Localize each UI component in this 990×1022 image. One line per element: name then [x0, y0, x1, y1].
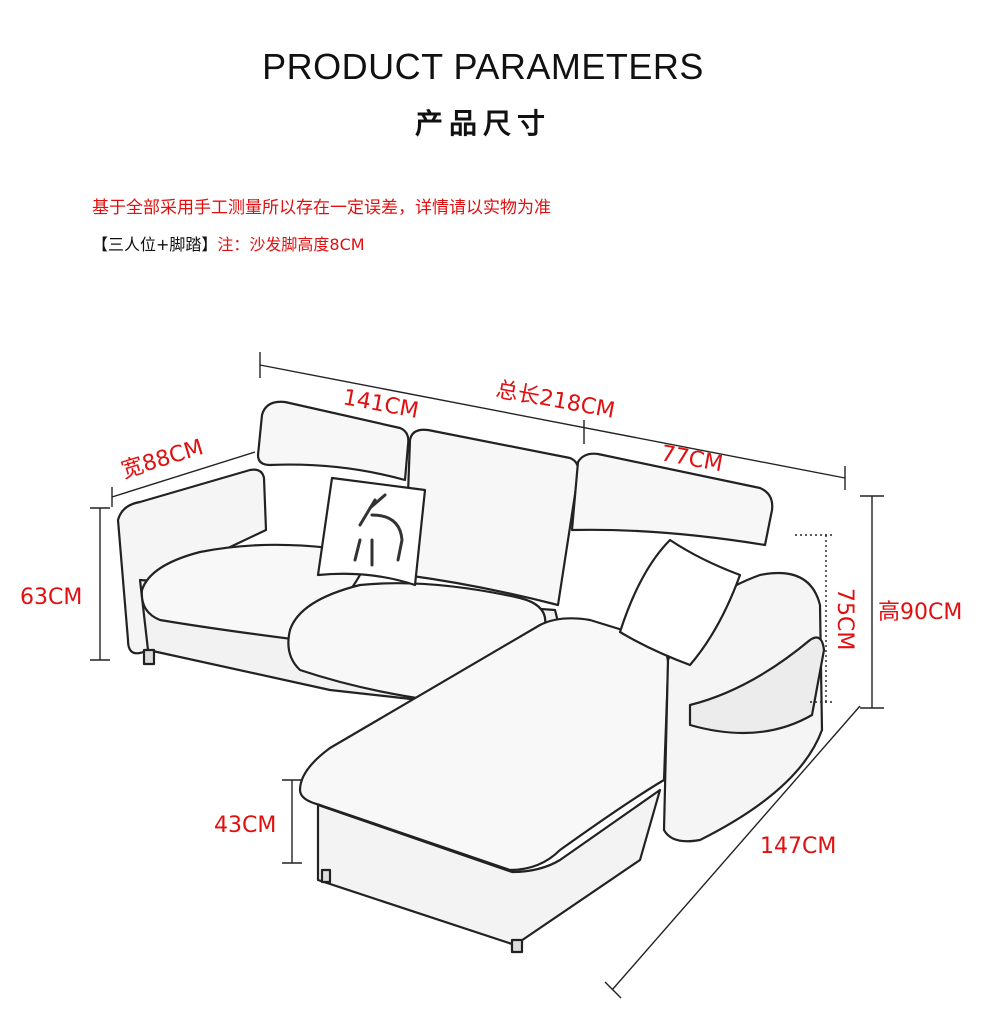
- chaise-cushion: [298, 617, 670, 872]
- back-cushion-middle: [403, 428, 580, 607]
- page-title-en: PRODUCT PARAMETERS: [262, 46, 704, 87]
- leg-left: [142, 648, 156, 666]
- model-bracket-label: 【三人位+脚踏】: [92, 235, 218, 254]
- sofa-illustration: [116, 400, 826, 954]
- deer-pillow: [316, 476, 427, 587]
- back-cushion-right: [570, 452, 774, 547]
- chaise-length-label: 147CM: [760, 834, 836, 859]
- model-note: 【三人位+脚踏】注：沙发脚高度8CM: [92, 231, 365, 255]
- seat-height-label: 43CM: [214, 813, 276, 838]
- arm-pocket: [688, 636, 826, 735]
- page-title-cn: 产品尺寸: [414, 107, 551, 140]
- total-height-label: 高90CM: [878, 600, 962, 625]
- total-length-label: 总长218CM: [494, 377, 617, 424]
- back-height-label: 63CM: [20, 585, 82, 610]
- pattern-pillow: [618, 538, 742, 667]
- arm-height-label: 75CM: [832, 588, 857, 650]
- measurement-disclaimer: 基于全部采用手工测量所以存在一定误差，详情请以实物为准: [92, 198, 551, 218]
- leg-chaise-back: [320, 868, 332, 884]
- back-cushion-left: [256, 400, 410, 482]
- chaise-base: [316, 788, 662, 947]
- leg-chaise-front: [510, 938, 524, 954]
- width-label: 宽88CM: [118, 435, 206, 484]
- leg-height-note: 注：沙发脚高度8CM: [217, 235, 365, 254]
- deer-motif-icon: [353, 493, 404, 567]
- dimension-lines: [90, 352, 884, 999]
